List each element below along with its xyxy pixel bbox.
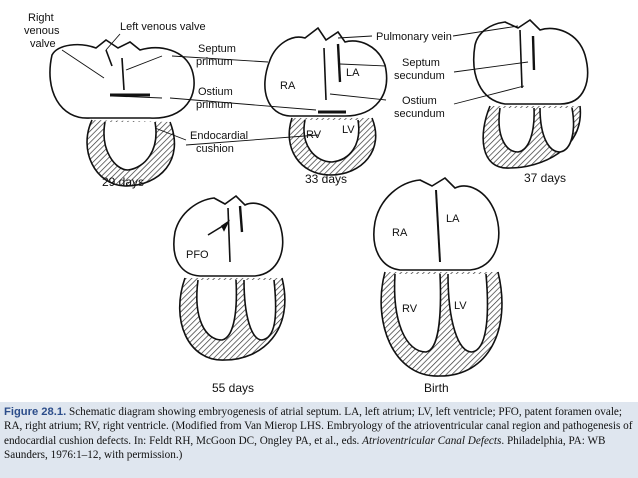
- label-right-venous-valve-3: valve: [30, 38, 56, 50]
- stage-37-days: 37 days: [524, 171, 566, 185]
- label-septum-primum-2: primum: [196, 56, 233, 68]
- label-rv-birth: RV: [402, 303, 418, 315]
- label-la-33: LA: [346, 67, 360, 79]
- heart-birth: [373, 176, 503, 377]
- leader-lines: [61, 25, 529, 146]
- label-septum-secundum-1: Septum: [402, 57, 440, 69]
- label-left-venous-valve: Left venous valve: [120, 21, 206, 33]
- label-ra-33: RA: [280, 80, 296, 92]
- stage-55-days: 55 days: [212, 381, 254, 395]
- label-right-venous-valve-1: Right: [28, 12, 54, 24]
- label-ostium-primum-2: primum: [196, 99, 233, 111]
- heart-37-days: [473, 18, 589, 169]
- caption-book-title: Atrioventricular Canal Defects: [362, 434, 502, 447]
- label-ostium-secundum-2: secundum: [394, 108, 445, 120]
- stage-29-days: 29 days: [102, 175, 144, 189]
- heart-55-days: [173, 194, 286, 361]
- figure-caption: Figure 28.1. Schematic diagram showing e…: [0, 402, 638, 478]
- label-rv-33: RV: [306, 129, 322, 141]
- label-lv-birth: LV: [454, 300, 467, 312]
- label-ostium-primum-1: Ostium: [198, 86, 233, 98]
- label-septum-primum-1: Septum: [198, 43, 236, 55]
- caption-text-1: Schematic diagram showing embryogenesis …: [4, 406, 633, 447]
- label-lv-33: LV: [342, 124, 355, 136]
- label-pfo: PFO: [186, 249, 209, 261]
- stage-33-days: 33 days: [305, 172, 347, 186]
- label-endocardial-cushion-1: Endocardial: [190, 130, 248, 142]
- label-septum-secundum-2: secundum: [394, 70, 445, 82]
- heart-33-days: [264, 26, 388, 176]
- heart-29-days: [49, 39, 195, 187]
- label-endocardial-cushion-2: cushion: [196, 143, 234, 155]
- stage-birth: Birth: [424, 381, 449, 395]
- label-ostium-secundum-1: Ostium: [402, 95, 437, 107]
- caption-text-2: . Philadelphia, PA: WB Saunders, 1976:1–…: [4, 434, 606, 462]
- label-pulmonary-vein: Pulmonary vein: [376, 31, 452, 43]
- label-ra-birth: RA: [392, 227, 408, 239]
- atrial-septum-diagram: Right venous valve Left venous valve Sep…: [24, 12, 589, 395]
- label-right-venous-valve-2: venous: [24, 25, 60, 37]
- figure-number: Figure 28.1.: [4, 406, 67, 418]
- label-la-birth: LA: [446, 213, 460, 225]
